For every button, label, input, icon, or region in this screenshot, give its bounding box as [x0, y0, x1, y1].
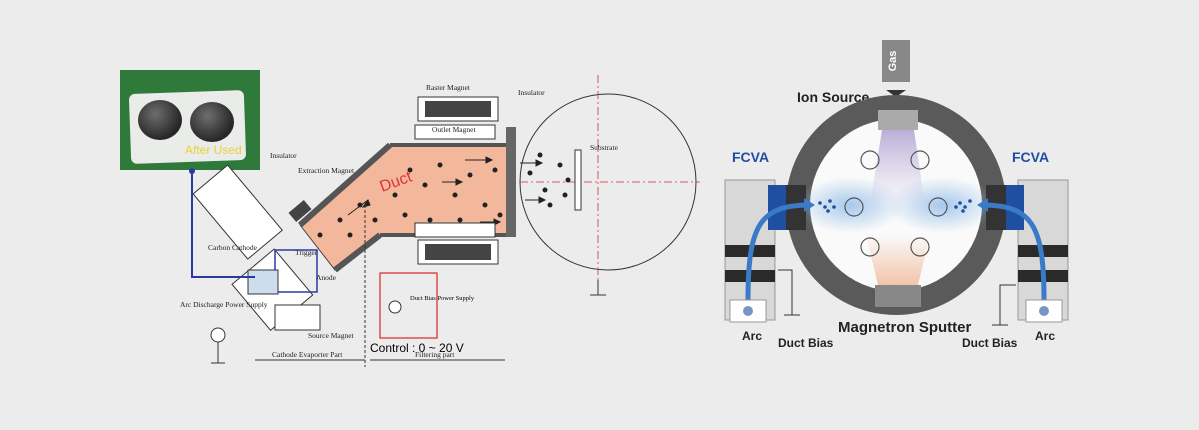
- gas-valve-top: [886, 90, 906, 97]
- gas-label: Gas: [887, 51, 899, 72]
- right-duct-bias-label: Duct Bias: [962, 336, 1018, 350]
- raster-magnet-label: Raster Magnet: [426, 83, 471, 92]
- filtering-part-label: Filtering part: [415, 350, 455, 359]
- ion-source-head: [878, 110, 918, 130]
- after-used-photo: After Used: [120, 70, 260, 170]
- right-plasma-arrow: [977, 198, 988, 212]
- carbon-particles: [317, 152, 571, 238]
- outlet-magnet-label: Outlet Magnet: [432, 125, 476, 134]
- insulator-top-label: Insulator: [518, 88, 545, 97]
- ion-beam: [870, 130, 925, 205]
- right-fcva-label: FCVA: [1012, 149, 1049, 165]
- fcva-schematic: After Used Duct: [120, 55, 710, 375]
- arc-supply-label: Arc Discharge Power Supply: [180, 300, 268, 309]
- source-magnet-label: Source Magnet: [308, 331, 355, 340]
- ion-dots: [818, 199, 972, 213]
- used-cathode-disc-2: [190, 102, 234, 142]
- insulator-flange: [506, 127, 516, 237]
- carbon-cathode-label: Carbon Cathode: [208, 243, 258, 252]
- outlet-magnet-top: [414, 124, 496, 140]
- magnet-coils: [844, 150, 948, 257]
- anode-label: Anode: [316, 273, 337, 282]
- used-cathode-disc-1: [138, 100, 182, 140]
- duct-bias-box: [379, 272, 438, 339]
- sputter-plume: [866, 235, 930, 285]
- source-magnet: [274, 304, 321, 331]
- substrate-label: Substrate: [590, 143, 619, 152]
- duct-wall-lower: [333, 232, 382, 273]
- hybrid-chamber-diagram: Gas Ion Source: [720, 35, 1080, 365]
- ion-source-label: Ion Source: [797, 89, 870, 105]
- photo-link-dot: [189, 168, 195, 174]
- insulator-left-label: Insulator: [270, 151, 297, 160]
- schematic-svg: Duct: [180, 75, 700, 367]
- left-duct-bias-lead: [778, 269, 793, 315]
- left-fcva-label: FCVA: [732, 149, 769, 165]
- right-arc-spot: [1039, 306, 1049, 316]
- gas-cylinder: [882, 40, 910, 82]
- right-duct-bias-lead: [999, 284, 1016, 325]
- chamber-svg: Gas Ion Source: [724, 40, 1069, 350]
- arc-supply-source: [210, 327, 226, 343]
- left-plasma-arrow: [804, 198, 815, 212]
- cathode-housing: [192, 164, 283, 260]
- photo-link-wire: [191, 170, 255, 278]
- left-arc-label: Arc: [742, 329, 762, 343]
- right-plasma-path: [981, 202, 1047, 301]
- extraction-magnet-label: Extraction Magnet: [298, 166, 355, 175]
- magnetron-head: [875, 285, 921, 307]
- cathode-part-label: Cathode Evaporter Part: [272, 350, 343, 359]
- carbon-cathode: [247, 269, 279, 295]
- duct-bias-label: Duct Bias Power Supply: [410, 295, 475, 302]
- photo-caption: After Used: [185, 143, 242, 157]
- raster-magnet-top-coil: [425, 101, 491, 117]
- duct-bias-source: [388, 300, 402, 314]
- raster-magnet-bottom-coil: [425, 244, 491, 260]
- outlet-magnet-bottom: [414, 222, 496, 238]
- trigger-label: Trigger: [295, 248, 318, 257]
- insulator-block: [288, 199, 312, 223]
- duct-wall-upper: [298, 142, 392, 228]
- left-duct-bias-label: Duct Bias: [778, 336, 834, 350]
- left-arc-spot: [743, 306, 753, 316]
- substrate-plate: [574, 149, 582, 211]
- control-label: Control : 0 ~ 20 V: [370, 341, 464, 355]
- left-plasma-path: [745, 202, 811, 301]
- ion-flow-arrows: [347, 156, 547, 226]
- magnetron-label: Magnetron Sputter: [838, 319, 971, 336]
- right-arc-label: Arc: [1035, 329, 1055, 343]
